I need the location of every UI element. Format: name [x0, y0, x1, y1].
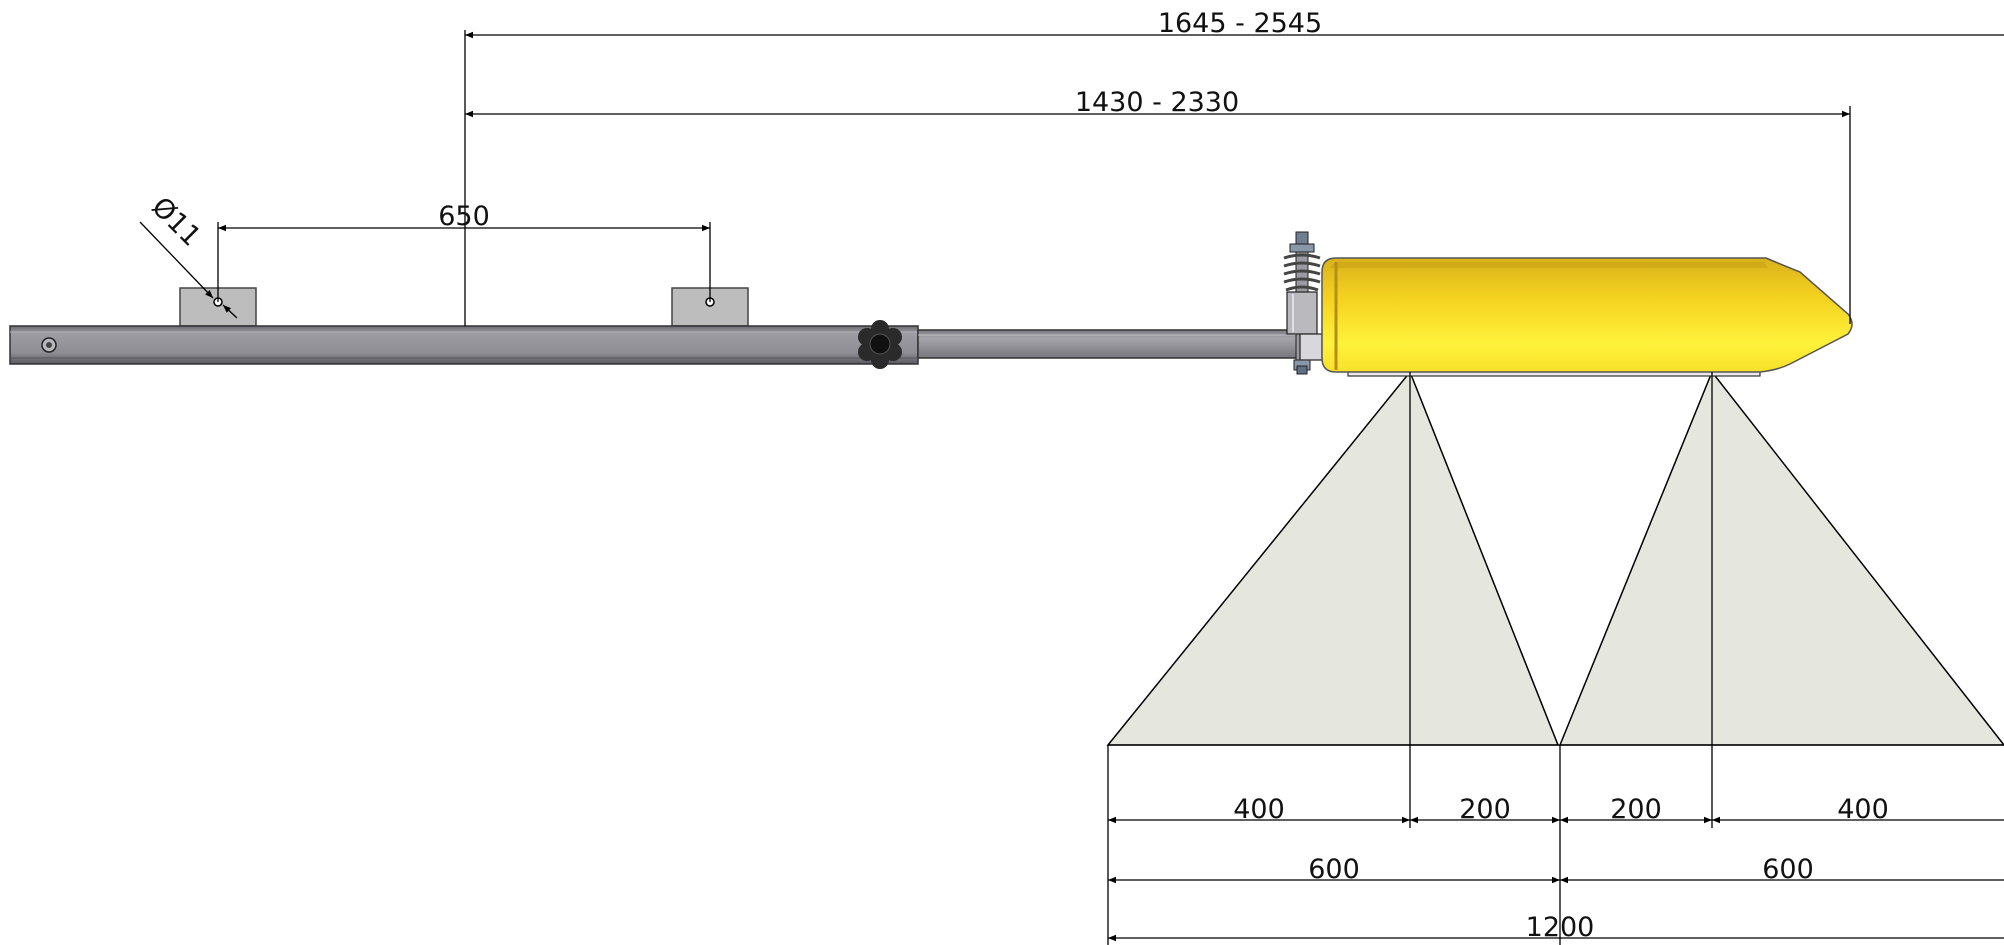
end-cap-icon	[41, 337, 57, 353]
dim-hole-spacing: 650	[217, 201, 711, 302]
dim-body-range: 1430 - 2330	[465, 87, 1851, 324]
dim-hole-diameter-label: Ø11	[145, 191, 206, 252]
dim-right-outer-label: 400	[1837, 794, 1889, 825]
spray-fan-right	[1558, 370, 2004, 746]
inner-tube	[917, 329, 1301, 359]
clamp-knob-icon	[858, 320, 902, 369]
dim-body-range-label: 1430 - 2330	[1075, 87, 1239, 118]
dim-hole-spacing-label: 650	[438, 201, 490, 232]
dim-right-half-label: 600	[1762, 854, 1814, 885]
dim-spray-widths: 400 200 200 400 600 600 1200	[1107, 372, 2004, 945]
main-beam	[9, 287, 919, 365]
dim-total-width-label: 1200	[1526, 912, 1595, 943]
sensor-housing	[1321, 257, 1853, 377]
spring-icon	[1283, 231, 1323, 375]
dim-overall-range-label: 1645 - 2545	[1158, 8, 1322, 39]
dim-left-half-label: 600	[1308, 854, 1360, 885]
dim-left-outer-label: 400	[1233, 794, 1285, 825]
dim-overall-range: 1645 - 2545	[464, 8, 2004, 326]
dim-left-inner-label: 200	[1459, 794, 1511, 825]
spray-fan-left	[1106, 370, 1560, 746]
spray-fans	[1106, 370, 2004, 746]
dim-right-inner-label: 200	[1610, 794, 1662, 825]
